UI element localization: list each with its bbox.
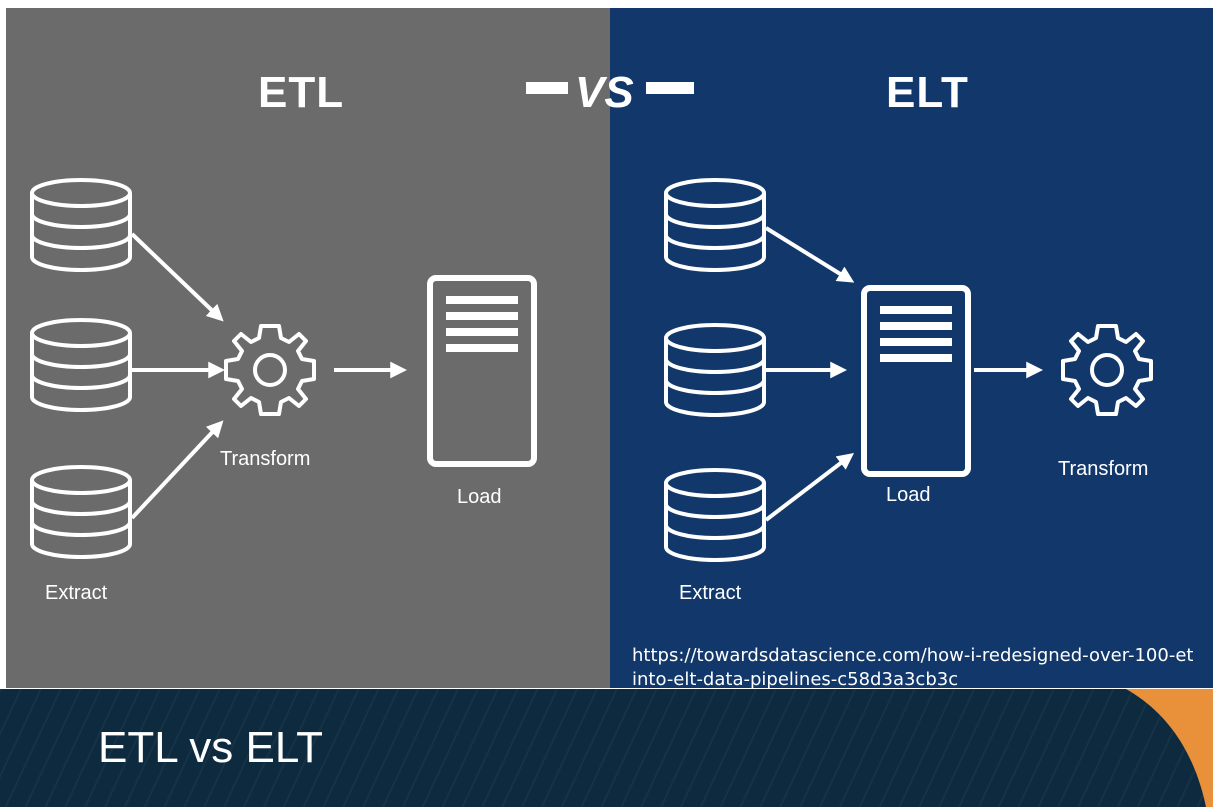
etl-load-label: Load <box>457 486 502 508</box>
elt-source-database-icon-2 <box>664 323 766 417</box>
elt-panel <box>610 8 1213 688</box>
etl-transform-label: Transform <box>220 448 311 470</box>
elt-load-server-icon <box>864 288 968 474</box>
etl-transform-gear-icon <box>224 324 316 416</box>
elt-arrow-icon-3 <box>764 452 855 522</box>
source-link-line-2: into-elt-data-pipelines-c58d3a3cb3c <box>632 669 959 688</box>
elt-source-database-icon-1 <box>664 178 766 272</box>
etl-load-server-icon <box>430 278 534 464</box>
vs-dash-left <box>526 82 568 94</box>
etl-source-database-icon-3 <box>30 465 132 559</box>
source-link-line-1: https://towardsdatascience.com/how-i-red… <box>632 645 1194 666</box>
elt-arrow-icon-1 <box>764 226 855 283</box>
vs-label: VS <box>575 68 634 117</box>
elt-transform-label: Transform <box>1058 458 1149 480</box>
etl-source-database-icon-2 <box>30 318 132 412</box>
orange-accent-shape <box>1126 689 1213 807</box>
elt-load-label: Load <box>886 484 931 506</box>
source-link[interactable]: https://towardsdatascience.com/how-i-red… <box>632 644 1213 688</box>
elt-source-database-icon-3 <box>664 468 766 562</box>
elt-heading: ELT <box>886 68 969 117</box>
diagram-art <box>30 178 1153 562</box>
etl-source-database-icon-1 <box>30 178 132 272</box>
title-bar: ETL vs ELT <box>0 689 1213 807</box>
elt-extract-label: Extract <box>679 582 742 604</box>
etl-arrow-icon-1 <box>130 232 224 322</box>
elt-transform-gear-icon <box>1061 324 1153 416</box>
vs-dash-right <box>646 82 694 94</box>
etl-arrow-icon-3 <box>130 420 224 520</box>
diagram-slide: ETL VS ELT Transform Load Extract Load T… <box>6 8 1213 688</box>
slide-title: ETL vs ELT <box>98 723 323 772</box>
etl-heading: ETL <box>258 68 345 117</box>
etl-extract-label: Extract <box>45 582 108 604</box>
